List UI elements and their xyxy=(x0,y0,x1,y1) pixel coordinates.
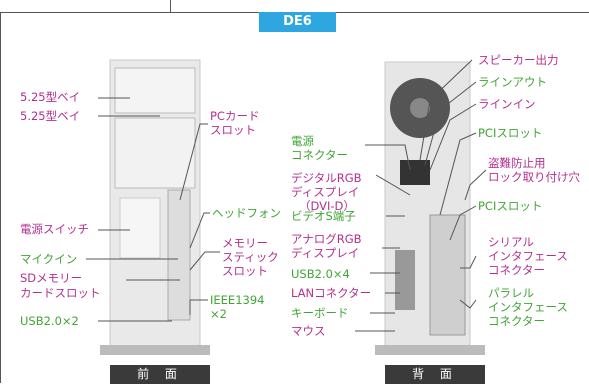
svideo-label: ビデオS端子 xyxy=(291,209,356,223)
memory-stick-label-2: スティック xyxy=(222,250,279,264)
pc-card-label-1: PCカード xyxy=(210,109,260,123)
back-usb-label: USB2.0×4 xyxy=(291,267,350,281)
sd-slot-label-2: カードスロット xyxy=(20,286,101,300)
power-switch-label: 電源スイッチ xyxy=(20,222,89,236)
memory-stick-label-3: スロット xyxy=(222,264,268,278)
sd-slot-label-1: SDメモリー xyxy=(20,271,83,285)
parallel-label-3: コネクター xyxy=(488,314,546,328)
ieee1394-label-1: IEEE1394 xyxy=(210,293,265,307)
memory-stick-label-1: メモリー xyxy=(222,236,268,250)
analog-rgb-label-1: アナログRGB xyxy=(291,232,362,246)
top-divider xyxy=(170,0,171,12)
front-bay-2-label: 5.25型ベイ xyxy=(20,109,81,123)
serial-label-1: シリアル xyxy=(488,235,534,249)
speaker-out-label: スピーカー出力 xyxy=(478,53,559,67)
line-in-label: ラインイン xyxy=(478,97,536,111)
front-pc-illustration xyxy=(86,59,220,355)
power-connector-label-2: コネクター xyxy=(291,148,349,162)
power-connector-label-1: 電源 xyxy=(291,134,314,148)
panel-border xyxy=(0,12,589,383)
parallel-label-2: インタフェース xyxy=(488,300,568,314)
dvi-label-2: ディスプレイ xyxy=(291,185,360,199)
pc-card-label-2: スロット xyxy=(210,123,256,137)
mic-in-label: マイクイン xyxy=(20,252,78,266)
parallel-label-1: パラレル xyxy=(488,286,534,300)
analog-rgb-label-2: ディスプレイ xyxy=(291,246,360,260)
pci-slot-1-label: PCIスロット xyxy=(478,126,543,140)
lan-label: LANコネクター xyxy=(291,286,372,300)
front-view-label: 前 面 xyxy=(110,365,210,384)
security-lock-label-1: 盗難防止用 xyxy=(488,156,546,170)
ieee1394-label-2: ×2 xyxy=(210,307,227,321)
security-lock-label-2: ロック取り付け穴 xyxy=(488,170,580,184)
dvi-label-3: （DVI-D） xyxy=(299,199,355,213)
model-title: DE6 xyxy=(259,12,336,32)
line-out-label: ラインアウト xyxy=(478,75,547,89)
headphone-label: ヘッドフォン xyxy=(212,206,281,220)
serial-label-3: コネクター xyxy=(488,263,546,277)
pci-slot-2-label: PCIスロット xyxy=(478,199,543,213)
back-pc-illustration xyxy=(355,59,487,355)
front-bay-1-label: 5.25型ベイ xyxy=(20,90,81,104)
mouse-label: マウス xyxy=(291,324,326,338)
front-usb-label: USB2.0×2 xyxy=(20,314,79,328)
back-view-label: 背 面 xyxy=(385,365,485,384)
serial-label-2: インタフェース xyxy=(488,249,568,263)
dvi-label-1: デジタルRGB xyxy=(291,171,362,185)
keyboard-label: キーボード xyxy=(291,306,349,320)
